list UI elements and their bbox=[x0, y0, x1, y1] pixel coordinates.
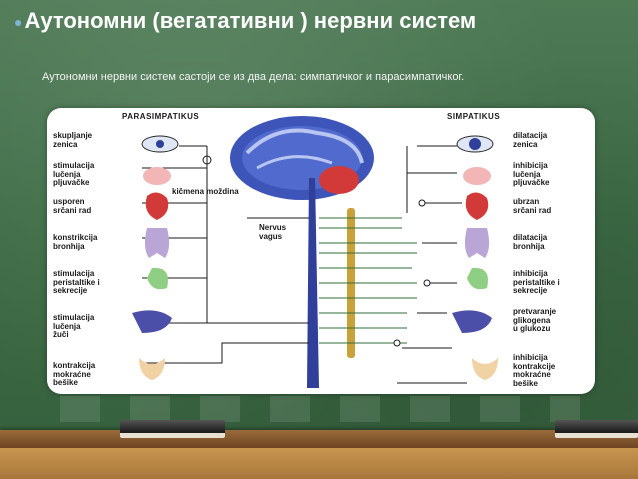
sympathetic-lines bbox=[393, 145, 467, 384]
salivary-gland-icon-left bbox=[143, 167, 171, 185]
slide-subtitle: Аутономни нервни систем састоји се из дв… bbox=[42, 71, 465, 83]
board-frame bbox=[0, 448, 638, 479]
header-parasympathetic: PARASIMPATIKUS bbox=[122, 112, 200, 121]
eraser-left-icon bbox=[120, 420, 225, 438]
liver-icon-right bbox=[452, 310, 492, 333]
chalk-tray bbox=[0, 430, 638, 448]
salivary-gland-icon-right bbox=[463, 167, 491, 185]
right-label-2: inhibicija lučenja pljuvačke bbox=[513, 161, 550, 187]
header-sympathetic: SIMPATIKUS bbox=[447, 112, 501, 121]
diagram-graphics bbox=[132, 116, 498, 388]
left-label-1: skupljanje zenica bbox=[53, 131, 93, 149]
heart-icon-left bbox=[145, 192, 169, 220]
right-label-4: dilatacija bronhija bbox=[513, 233, 548, 251]
eraser-right-icon bbox=[555, 420, 638, 438]
right-label-3: ubrzan srčani rad bbox=[513, 197, 552, 215]
title-bullet-icon: ● bbox=[14, 14, 23, 31]
bladder-icon-right bbox=[472, 358, 498, 380]
lungs-icon-right bbox=[464, 228, 490, 258]
right-label-1: dilatacija zenica bbox=[513, 131, 548, 149]
slide-title: ●Аутономни (вегатативни ) нервни систем bbox=[14, 8, 476, 34]
left-label-5: stimulacija peristaltike i sekrecije bbox=[53, 269, 100, 295]
nervous-system-diagram: PARASIMPATIKUS SIMPATIKUS kičmena moždin… bbox=[47, 108, 595, 394]
liver-icon-left bbox=[132, 310, 172, 333]
left-label-2: stimulacija lučenja pljuvačke bbox=[53, 161, 95, 187]
slide-title-text: Аутономни (вегатативни ) нервни систем bbox=[24, 8, 477, 33]
left-label-4: konstrikcija bronhija bbox=[53, 233, 98, 251]
cerebellum-icon bbox=[319, 166, 359, 194]
sympathetic-fibers bbox=[319, 217, 417, 344]
left-label-6: stimulacija lučenja žuči bbox=[53, 313, 95, 339]
left-label-3: usporen srčani rad bbox=[53, 197, 92, 215]
stomach-icon-left bbox=[147, 267, 168, 290]
stomach-icon-right bbox=[467, 267, 488, 290]
right-label-5: inhibicija peristaltike i sekrecije bbox=[513, 269, 560, 295]
chalk-smudge bbox=[60, 396, 580, 422]
lungs-icon-left bbox=[144, 228, 170, 258]
label-spinal-cord: kičmena moždina bbox=[172, 187, 239, 196]
left-label-7: kontrakcija mokraćne bešike bbox=[53, 361, 96, 387]
spinal-cord bbox=[307, 178, 319, 388]
heart-icon-right bbox=[465, 192, 489, 220]
label-nervus-vagus: Nervus vagus bbox=[259, 223, 287, 241]
right-label-7: inhibicija kontrakcije mokraćne bešike bbox=[513, 353, 556, 388]
right-label-6: pretvaranje glikogena u glukozu bbox=[513, 307, 557, 333]
bladder-icon-left bbox=[139, 358, 165, 380]
